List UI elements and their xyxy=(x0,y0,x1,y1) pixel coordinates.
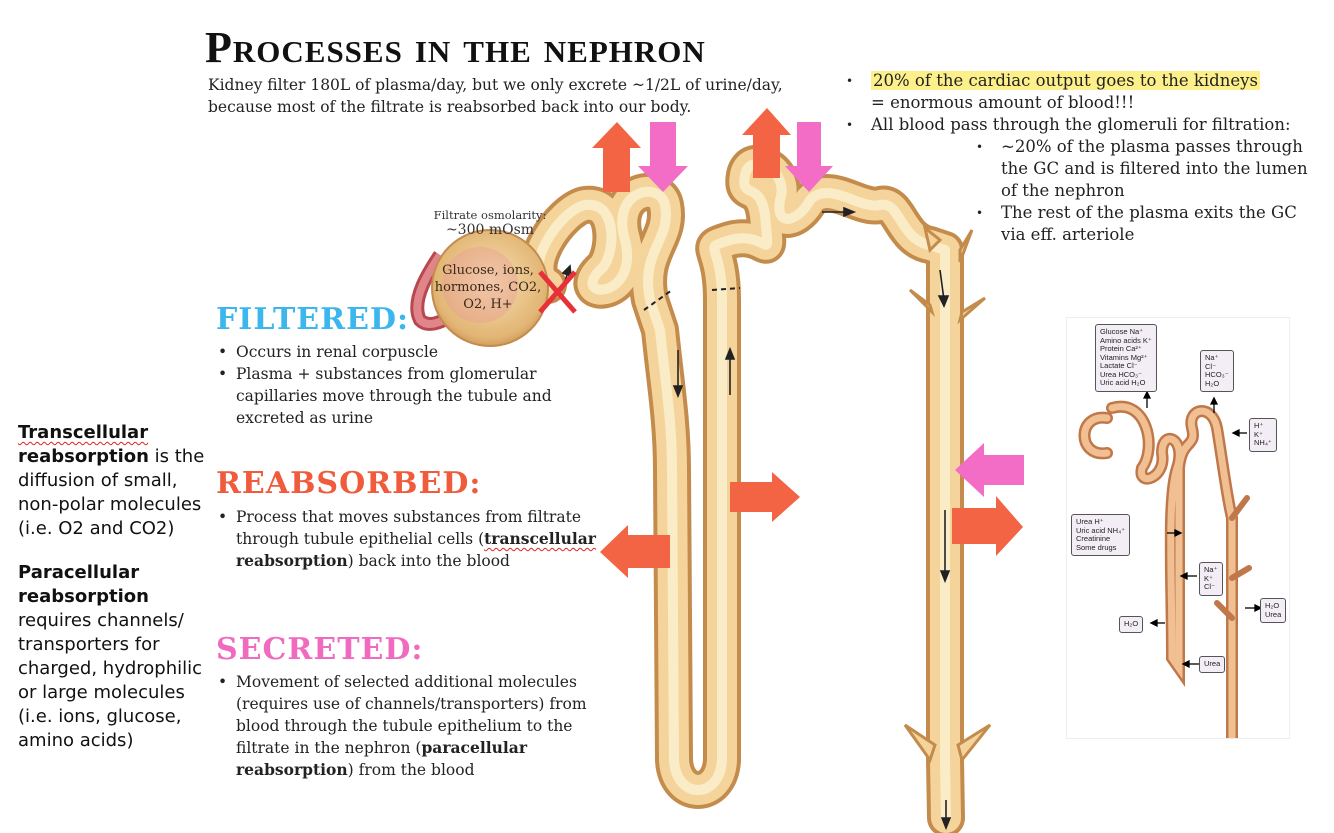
mini-line: K⁺ xyxy=(1204,573,1213,583)
mini-reabsorbed-box-3: H₂O Urea xyxy=(1260,598,1287,623)
mini-line: Creatinine xyxy=(1076,534,1111,543)
highlight-text: 20% of the cardiac output goes to the ki… xyxy=(871,71,1260,90)
transcellular-definition: Transcellular reabsorption is the diffusi… xyxy=(18,421,208,541)
intro-line-1: Kidney filter 180L of plasma/day, but we… xyxy=(208,76,783,94)
mini-secreted-box-2: Urea H⁺ Uric acid NH₄⁺ Creatinine Some d… xyxy=(1071,514,1131,556)
mini-line: Cl⁻ xyxy=(1205,361,1217,371)
note-plasma-filtered: ~20% of the plasma passes through the GC… xyxy=(976,136,1326,202)
mini-line: H₂O xyxy=(1265,601,1280,610)
secr-text-c: ) from the blood xyxy=(347,761,475,779)
secr-text-b: paracellular reabsorption xyxy=(236,738,527,779)
reabsorbed-heading: REABSORBED: xyxy=(216,466,482,501)
mini-reabsorbed-box: Na⁺ Cl⁻ HCO₃⁻ H₂O xyxy=(1200,350,1234,392)
reabsorbed-item: Process that moves substances from filtr… xyxy=(216,506,596,572)
note-plasma-exits: The rest of the plasma exits the GC via … xyxy=(976,202,1326,246)
filtrate-osmolarity-label: Filtrate osmolarity: ~300 mOsm xyxy=(430,208,550,238)
reabsorption-definitions: Transcellular reabsorption is the diffusi… xyxy=(18,421,208,753)
reab-text-d: ) back into the blood xyxy=(347,552,510,570)
solutes-line-1: Glucose, ions, xyxy=(442,263,534,278)
mini-water-box: H₂O xyxy=(1119,616,1144,633)
osm-label: Filtrate osmolarity: xyxy=(433,208,547,222)
mini-line: Protein Ca²⁺ xyxy=(1100,344,1142,353)
mini-reabsorbed-box-2: Na⁺ K⁺ Cl⁻ xyxy=(1199,562,1223,596)
reabsorbed-list: Process that moves substances from filtr… xyxy=(216,506,596,572)
paracellular-term: Paracellular reabsorption xyxy=(18,562,149,607)
mini-line: Vitamins Mg²⁺ xyxy=(1100,352,1148,362)
secr-text-a: Movement of selected additional molecule… xyxy=(236,673,587,757)
filtered-heading: FILTERED: xyxy=(216,302,410,337)
mini-urea-box: Urea xyxy=(1199,656,1226,673)
reab-text-a: Process that moves substances from filtr… xyxy=(236,508,581,548)
transcellular-term-2: reabsorption xyxy=(18,446,149,467)
mini-secreted-box: H⁺ K⁺ NH₄⁺ xyxy=(1249,418,1277,452)
solutes-line-3: O2, H+ xyxy=(463,297,513,312)
filtered-item-1: Occurs in renal corpuscle xyxy=(216,341,596,363)
cardiac-output-notes: 20% of the cardiac output goes to the ki… xyxy=(846,70,1326,246)
note-cardiac-output: 20% of the cardiac output goes to the ki… xyxy=(846,70,1326,114)
filtered-item-2: Plasma + substances from glomerular capi… xyxy=(216,363,596,429)
mini-line: Amino acids K⁺ xyxy=(1100,335,1152,345)
mini-line: Lactate Cl⁻ xyxy=(1100,361,1138,370)
mini-line: Urea HCO₃⁻ xyxy=(1100,369,1143,379)
transcellular-desc: is the diffusion of small, non-polar mol… xyxy=(18,446,205,539)
mini-nephron-diagram: Glucose Na⁺ Amino acids K⁺ Protein Ca²⁺ … xyxy=(1066,317,1290,739)
paracellular-definition: Paracellular reabsorption requires chann… xyxy=(18,561,208,753)
secreted-item: Movement of selected additional molecule… xyxy=(216,671,596,781)
intro-text: Kidney filter 180L of plasma/day, but we… xyxy=(208,74,848,118)
reab-text-b: transcellular xyxy=(484,529,596,548)
solutes-line-2: hormones, CO2, xyxy=(434,280,542,295)
paracellular-desc: requires channels/ transporters for char… xyxy=(18,610,203,751)
mini-filtered-box: Glucose Na⁺ Amino acids K⁺ Protein Ca²⁺ … xyxy=(1095,324,1157,392)
mini-line: H₂O xyxy=(1205,378,1220,388)
filtered-solutes-label: Glucose, ions, hormones, CO2, O2, H+ xyxy=(428,262,548,313)
mini-nephron-svg xyxy=(1078,390,1263,738)
mini-line: HCO₃⁻ xyxy=(1205,370,1229,379)
osm-value: ~300 mOsm xyxy=(445,222,535,238)
mini-line: K⁺ xyxy=(1254,429,1263,439)
page-title: Processes in the nephron xyxy=(205,23,706,72)
reab-text-c: reabsorption xyxy=(236,551,348,570)
mini-line: Uric acid H₂O xyxy=(1100,378,1146,387)
filtered-list: Occurs in renal corpuscle Plasma + subst… xyxy=(216,341,596,429)
collecting-duct-branches xyxy=(903,224,992,764)
mini-line: Na⁺ xyxy=(1205,353,1219,362)
note-continuation: = enormous amount of blood!!! xyxy=(871,93,1135,112)
mini-line: Urea H⁺ xyxy=(1076,517,1104,526)
mini-line: NH₄⁺ xyxy=(1254,438,1272,447)
flow-arrows xyxy=(561,206,952,831)
mini-line: Urea xyxy=(1265,609,1282,619)
mini-line: Some drugs xyxy=(1076,542,1117,552)
blocked-x-icon xyxy=(538,270,577,314)
mini-line: Uric acid NH₄⁺ xyxy=(1076,525,1126,535)
intro-line-2: because most of the filtrate is reabsorb… xyxy=(208,98,692,116)
transcellular-term: Transcellular xyxy=(18,422,149,443)
secreted-list: Movement of selected additional molecule… xyxy=(216,671,596,781)
reabsorption-arrows xyxy=(592,108,1023,578)
mini-line: H⁺ xyxy=(1254,421,1264,430)
secretion-arrows xyxy=(638,122,1024,497)
mini-line: Glucose Na⁺ xyxy=(1100,327,1144,336)
mini-line: Na⁺ xyxy=(1204,565,1218,574)
mini-line: Cl⁻ xyxy=(1204,582,1216,591)
note-glomeruli: All blood pass through the glomeruli for… xyxy=(846,114,1326,136)
secreted-heading: SECRETED: xyxy=(216,632,424,667)
